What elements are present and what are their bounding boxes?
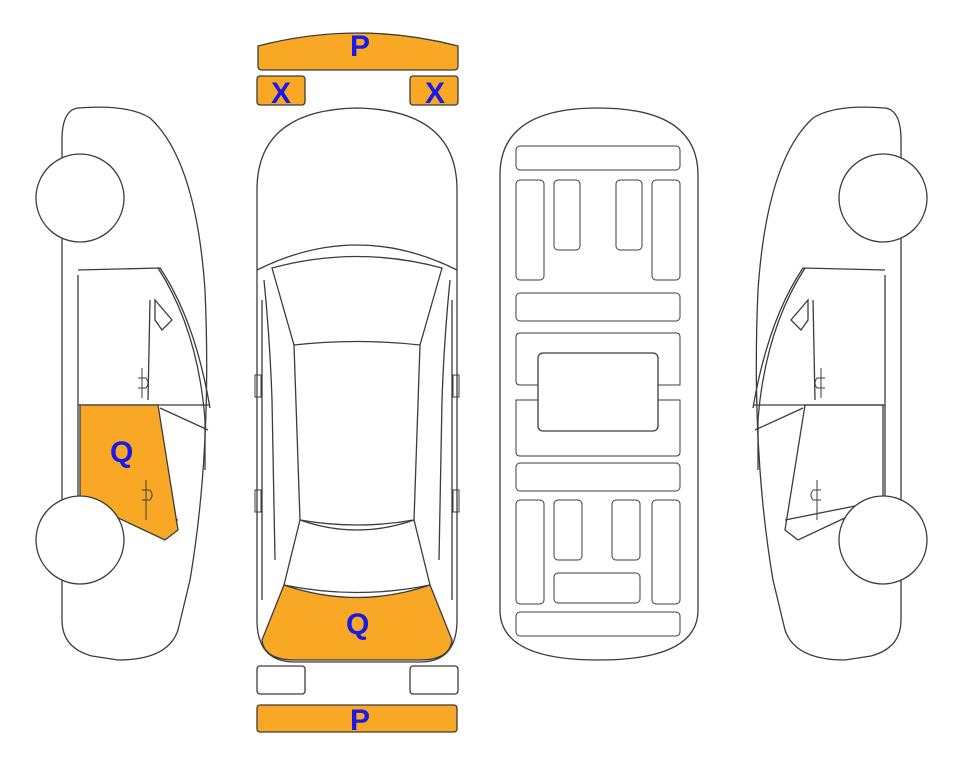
underside-rear-right-block (611, 499, 641, 561)
left-mirror (254, 374, 262, 398)
headlight-right-part (409, 75, 459, 106)
underside-rear-left-block (553, 499, 583, 561)
right-rear-door-panel (784, 404, 884, 541)
damage-marker-rear-bumper: P (350, 704, 370, 737)
right-side-pillar-a (757, 267, 806, 470)
left-a-pillar-top (263, 279, 276, 561)
windshield-outline (271, 255, 443, 346)
left-rear-door-handle (142, 480, 153, 520)
right-front-wheel (838, 153, 928, 243)
underside-front-right-rail (651, 179, 681, 281)
top-view-hood-line (256, 244, 458, 271)
underside-center-frame (515, 332, 681, 457)
damage-marker-front-bumper: P (350, 30, 370, 63)
right-mirror (452, 374, 460, 398)
underside-front-bar (515, 145, 681, 171)
damage-marker-headlight-left: X (271, 77, 291, 110)
left-side-pillar-a (157, 267, 206, 470)
headlight-left-part (256, 75, 306, 106)
taillight-right (409, 665, 459, 695)
right-side-pillar-b (790, 298, 809, 332)
underside-mid-bar-1 (515, 292, 681, 322)
left-side-view: Q (35, 106, 211, 661)
underside-rear-center-block (553, 572, 641, 604)
underside-front-left-block (553, 179, 581, 251)
left-door-handle-top (254, 489, 262, 513)
left-side-pillar-b (154, 298, 173, 332)
underside-rear-right-rail (651, 499, 681, 605)
rear-bumper-part (256, 704, 458, 733)
right-side-front-window (754, 407, 804, 431)
right-side-roof-line (752, 267, 886, 409)
right-front-door-handle (814, 368, 825, 398)
underside-front-right-block (615, 179, 643, 251)
underside-view (499, 107, 699, 661)
underside-center-panel (537, 352, 659, 432)
roof-outline (293, 344, 421, 526)
top-view: P X X Q P (254, 30, 460, 737)
underside-rear-left-rail (515, 499, 545, 605)
left-front-wheel (35, 153, 125, 243)
left-side-front-window (159, 407, 209, 431)
damage-marker-rear-windshield: Q (346, 608, 369, 641)
front-bumper-part (257, 32, 459, 71)
left-side-roof-line (77, 267, 211, 409)
rear-windshield-part (261, 584, 453, 661)
underside-rear-bar (515, 611, 681, 637)
taillight-left (256, 665, 306, 695)
underside-front-left-rail (515, 179, 545, 281)
damage-marker-left-rear-door: Q (110, 436, 133, 469)
top-view-body-outline (256, 107, 458, 663)
left-front-door-handle (138, 368, 149, 398)
left-rear-wheel (35, 495, 125, 585)
right-a-pillar-top (438, 279, 451, 561)
right-side-view (752, 106, 928, 661)
right-rear-door-handle (810, 480, 821, 520)
underside-mid-bar-2 (515, 462, 681, 492)
damage-marker-headlight-right: X (425, 77, 445, 110)
right-door-handle-top (452, 489, 460, 513)
right-rear-wheel (838, 495, 928, 585)
